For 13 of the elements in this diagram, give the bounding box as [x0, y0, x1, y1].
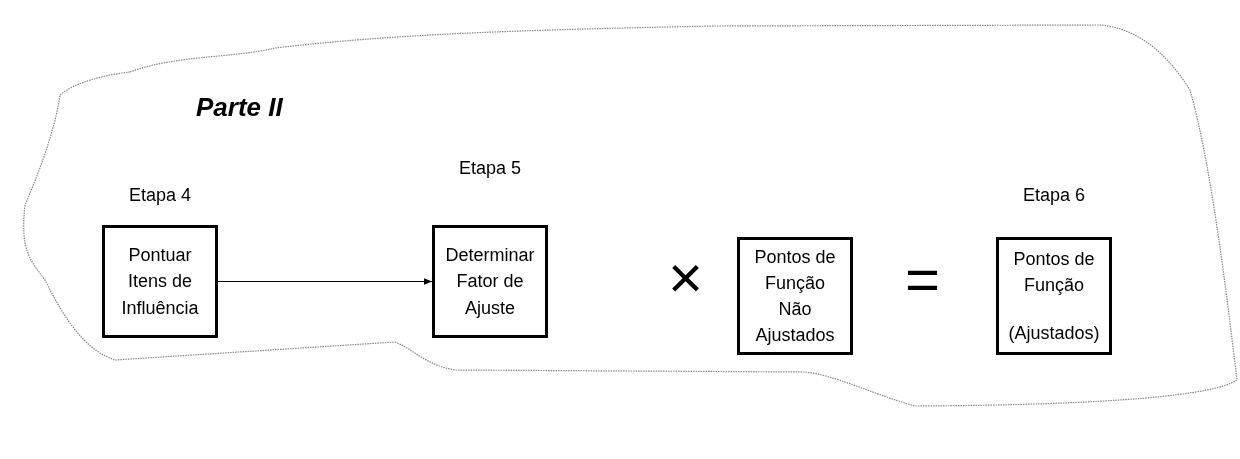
step-label: Etapa 5 — [457, 157, 523, 180]
step-label: Etapa 4 — [127, 184, 193, 207]
box-text: Pontuar Itens de Influência — [120, 244, 200, 320]
step-label: Etapa 6 — [1021, 184, 1087, 207]
process-box — [737, 237, 853, 355]
box-text: Pontos de Função Não Ajustados — [753, 245, 837, 348]
arrow — [217, 278, 433, 285]
box-text: (Ajustados) — [1008, 322, 1100, 346]
section-title: Parte II — [196, 92, 283, 123]
box-text: Determinar Fator de Ajuste — [445, 244, 535, 320]
operator-symbol: × — [668, 248, 704, 308]
box-text: Pontos de Função — [1012, 247, 1096, 297]
operator-symbol: = — [905, 250, 941, 310]
